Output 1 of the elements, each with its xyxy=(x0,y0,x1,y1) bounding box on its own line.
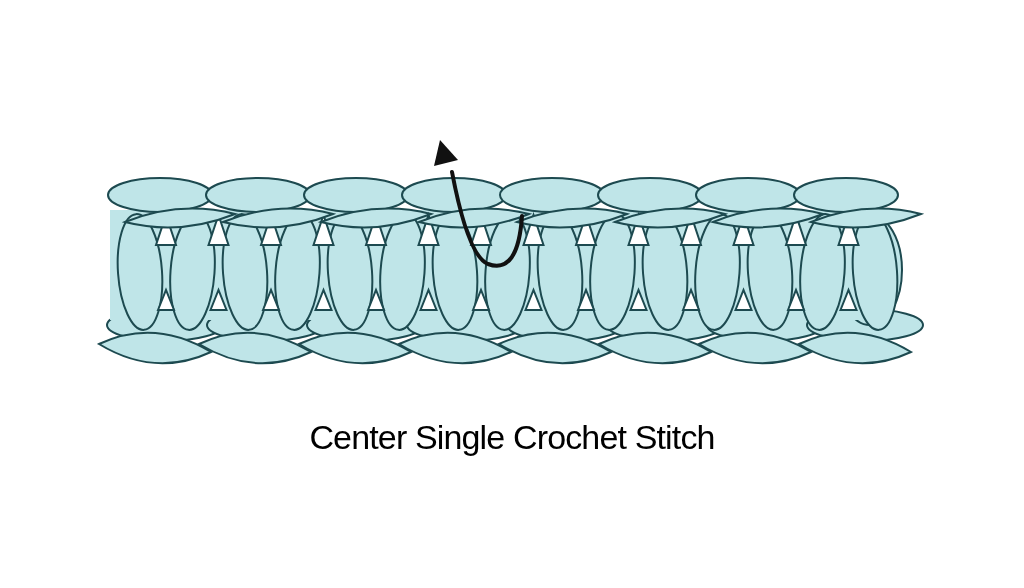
caption: Center Single Crochet Stitch xyxy=(309,417,715,458)
